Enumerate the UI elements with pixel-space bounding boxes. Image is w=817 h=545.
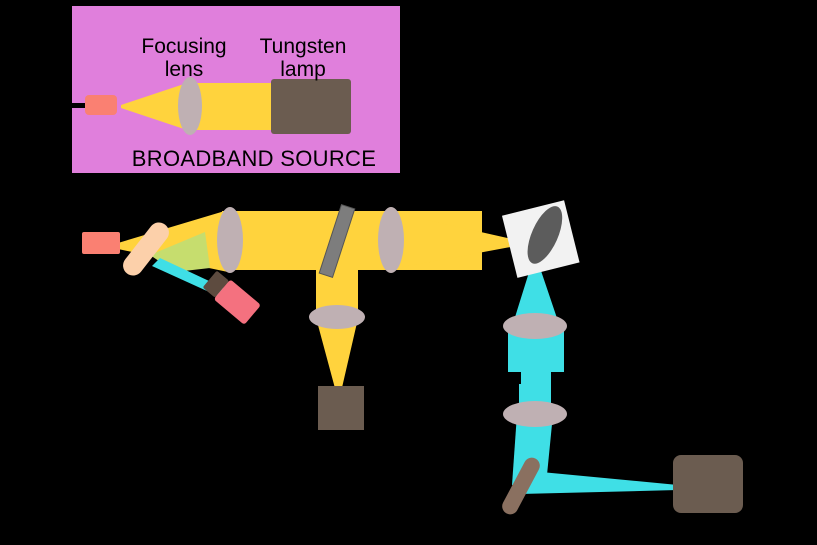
inset-label-tungsten-lamp-line2: lamp — [280, 58, 326, 81]
inset-beam-converging — [121, 82, 190, 131]
collimating-lens-1[interactable] — [217, 207, 243, 273]
signal-beam-to-detector — [520, 470, 678, 494]
folding-mirror[interactable] — [499, 455, 542, 517]
inset-focusing-lens — [178, 77, 202, 135]
inset-tungsten-lamp-body — [271, 79, 351, 134]
collection-lens-2[interactable] — [503, 401, 567, 427]
broadband-source-output-port[interactable] — [82, 232, 120, 254]
inset-fiber-tip — [85, 95, 117, 115]
pump-laser-source[interactable] — [201, 269, 261, 325]
dichroic-mirror[interactable] — [119, 218, 173, 279]
pump-laser-cap — [203, 271, 229, 297]
signal-detector[interactable] — [673, 455, 743, 513]
reference-focusing-lens[interactable] — [309, 305, 365, 329]
reference-beam-converging — [315, 314, 359, 392]
collection-lens-1[interactable] — [503, 313, 567, 339]
signal-beam-collimated — [508, 326, 564, 388]
inset-label-focusing-lens-line1: Focusing — [141, 35, 226, 58]
sample-cell-core — [527, 206, 563, 264]
broadband-source-inset: Focusing lens Tungsten lamp BROADBAND SO… — [62, 2, 404, 177]
pump-laser-body — [214, 280, 260, 324]
beamsplitter[interactable] — [318, 203, 356, 279]
focusing-lens-2[interactable] — [378, 207, 404, 273]
sample-cell[interactable] — [501, 196, 582, 278]
reference-detector[interactable] — [318, 386, 364, 430]
fiber-lead-line — [62, 103, 88, 108]
signal-beam-diverging — [511, 253, 561, 330]
inset-label-focusing-lens-line2: lens — [165, 58, 204, 81]
inset-label-tungsten-lamp-line1: Tungsten — [260, 35, 347, 58]
broadband-beam-converging — [392, 212, 516, 269]
inset-caption-broadband-source: BROADBAND SOURCE — [132, 146, 376, 171]
